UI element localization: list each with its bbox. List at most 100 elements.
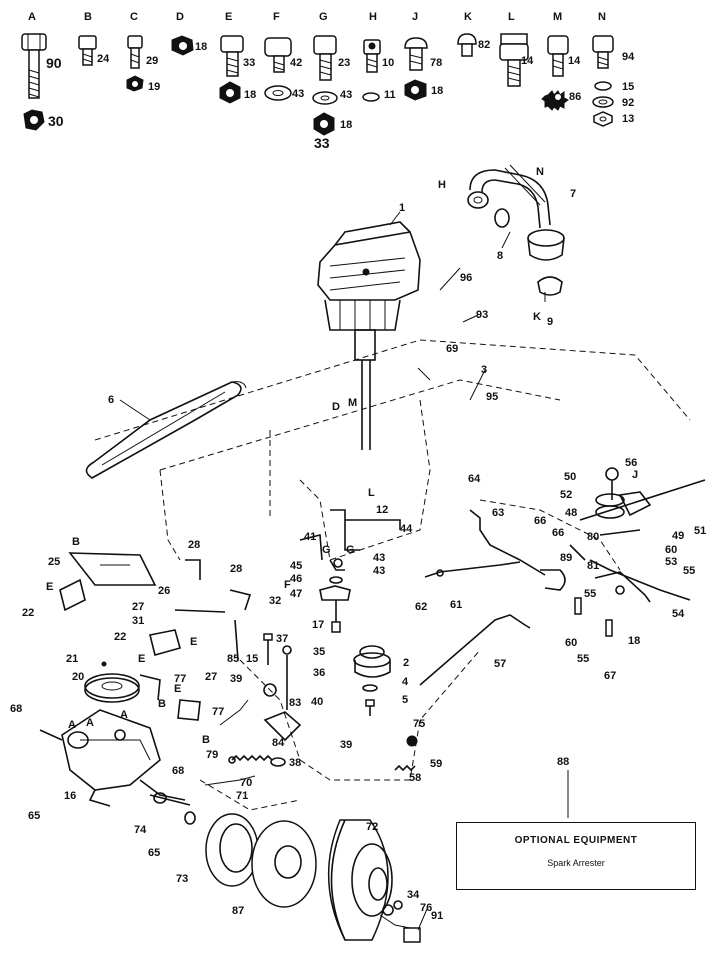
optional-equipment-item: Spark Arrester: [547, 858, 605, 868]
left-brackets: [59, 552, 252, 721]
callout-12: 12: [376, 504, 388, 516]
callout-88: 88: [557, 756, 569, 768]
callout-9: 9: [547, 316, 553, 328]
hw-header-c: C: [130, 11, 138, 23]
callout-44: 44: [400, 523, 413, 535]
callout-28b: 28: [230, 563, 242, 575]
callout-85: 85: [227, 653, 239, 665]
callout-66b: 66: [552, 527, 564, 539]
transaxle: [39, 709, 186, 807]
callout-22b: 22: [114, 631, 126, 643]
callout-53: 53: [665, 556, 677, 568]
callout-32: 32: [269, 595, 281, 607]
clutch-linkage: [299, 509, 401, 633]
hw-b-bolt: [78, 35, 97, 66]
hw-g-num-1: 23: [338, 57, 350, 69]
callout-6: 6: [108, 394, 114, 406]
callout-80: 80: [587, 531, 599, 543]
hw-e-num-2: 18: [244, 89, 256, 101]
callout-7: 7: [570, 188, 576, 200]
tag-h: H: [438, 179, 446, 191]
hw-d-nut: [171, 35, 194, 56]
tag-g1: G: [322, 544, 331, 556]
callout-95: 95: [486, 391, 498, 403]
hw-f-bolt: [264, 37, 292, 101]
hw-g-num-4: 33: [314, 135, 330, 151]
callout-55c: 55: [577, 653, 589, 665]
hw-e-bolt: [219, 35, 244, 104]
hw-d-num: 18: [195, 41, 207, 53]
callout-67: 67: [604, 670, 616, 682]
callout-64: 64: [468, 473, 481, 485]
hw-f-num-2: 43: [292, 88, 304, 100]
tag-g2: G: [346, 544, 355, 556]
callout-3: 3: [481, 364, 487, 376]
callout-83: 83: [289, 697, 301, 709]
callout-75: 75: [413, 718, 425, 730]
callout-61: 61: [450, 599, 462, 611]
tag-a1: A: [68, 719, 76, 731]
callout-60b: 60: [565, 637, 577, 649]
spring-linkage: [228, 633, 418, 772]
callout-55a: 55: [683, 565, 695, 577]
hw-b-num: 24: [97, 53, 110, 65]
callout-68a: 68: [10, 703, 22, 715]
hw-header-b: B: [84, 11, 92, 23]
hw-h-num-1: 10: [382, 57, 394, 69]
callout-55b: 55: [584, 588, 596, 600]
hw-f-num-1: 42: [290, 57, 302, 69]
callout-20: 20: [72, 671, 84, 683]
callout-35: 35: [313, 646, 325, 658]
tag-e1: E: [46, 581, 53, 593]
callout-48: 48: [565, 507, 577, 519]
hw-header-g: G: [319, 11, 328, 23]
callout-59: 59: [430, 758, 442, 770]
tag-e3: E: [138, 653, 145, 665]
callout-26: 26: [158, 585, 170, 597]
tag-b2: B: [158, 698, 166, 710]
callout-27a: 27: [132, 601, 144, 613]
callout-93: 93: [476, 309, 488, 321]
tag-f: F: [284, 579, 291, 591]
callout-37: 37: [276, 633, 288, 645]
shift-rods: [419, 479, 706, 686]
callout-91: 91: [431, 910, 443, 922]
hw-header-k: K: [464, 11, 472, 23]
callout-45: 45: [290, 560, 302, 572]
tag-d: D: [332, 401, 340, 413]
chassis-frame-outline: [94, 339, 691, 811]
hw-m-num-1: 14: [568, 55, 581, 67]
callout-43b: 43: [373, 565, 385, 577]
callout-96: 96: [460, 272, 472, 284]
letter-tags: H N K D M L J B B E E E B A A A F G G E: [46, 166, 638, 746]
callout-65a: 65: [28, 810, 40, 822]
hw-k-num: 82: [478, 39, 490, 51]
hw-m-num-2: 86: [569, 91, 581, 103]
callout-65b: 65: [148, 847, 160, 859]
brake-linkage: [569, 467, 652, 637]
callout-8: 8: [497, 250, 503, 262]
hw-a-bolt: [21, 33, 47, 99]
hw-a-nut: [23, 109, 45, 131]
transaxle-pulley: [84, 661, 140, 703]
hw-header-e: E: [225, 11, 232, 23]
hardware-key: A B C D E F G H J K L M N 90 30 24: [21, 11, 635, 151]
callout-15: 15: [246, 653, 258, 665]
callout-77a: 77: [174, 673, 186, 685]
callout-39a: 39: [230, 673, 242, 685]
callout-57: 57: [494, 658, 506, 670]
hw-header-m: M: [553, 11, 562, 23]
hw-n-num-4: 13: [622, 113, 634, 125]
tag-j: J: [632, 469, 638, 481]
hw-e-num-1: 33: [243, 57, 255, 69]
callout-4: 4: [402, 676, 409, 688]
callout-38: 38: [289, 757, 301, 769]
callout-56: 56: [625, 457, 637, 469]
callout-17: 17: [312, 619, 324, 631]
callout-31: 31: [132, 615, 144, 627]
callout-51: 51: [694, 525, 706, 537]
hw-c-bolt: [126, 35, 144, 92]
tag-a2: A: [86, 717, 94, 729]
